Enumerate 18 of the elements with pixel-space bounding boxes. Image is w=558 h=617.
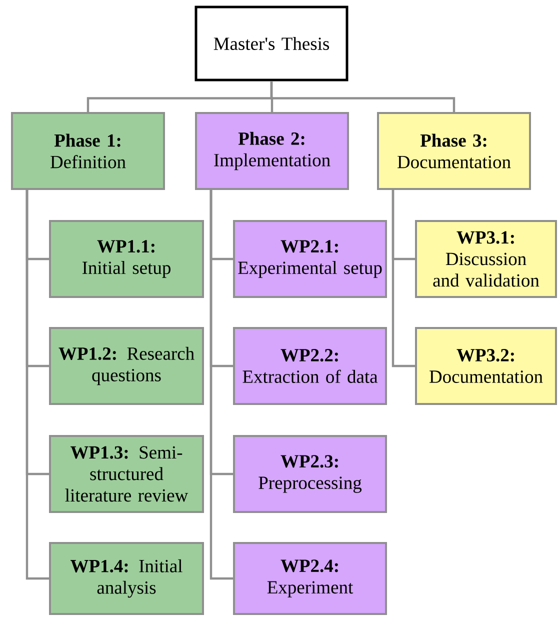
root-box: Master's Thesis (194, 6, 348, 82)
phase-box: Phase 3: Documentation (377, 112, 531, 190)
phase-box: Phase 1: Definition (11, 112, 165, 190)
connector-line (210, 190, 233, 580)
work-package-box: WP2.4: Experiment (233, 542, 387, 615)
work-package-box: WP1.4: Initial analysis (49, 542, 204, 615)
connector-line (270, 81, 456, 112)
work-package-box: WP1.3: Semi-structured literature review (49, 435, 204, 513)
work-package-box: WP2.1: Experimental setup (233, 220, 387, 298)
work-package-box: WP2.3: Preprocessing (233, 435, 387, 513)
work-package-box: WP1.2: Research questions (49, 327, 204, 405)
work-package-box: WP1.1: Initial setup (49, 220, 204, 298)
work-package-box: WP2.2: Extraction of data (233, 327, 387, 405)
work-package-box: WP3.2: Documentation (415, 327, 557, 405)
work-package-box: WP3.1: Discussion and validation (415, 220, 557, 298)
connector-line (392, 190, 415, 368)
connector-line (26, 190, 49, 580)
phase-box: Phase 2: Implementation (195, 112, 349, 190)
